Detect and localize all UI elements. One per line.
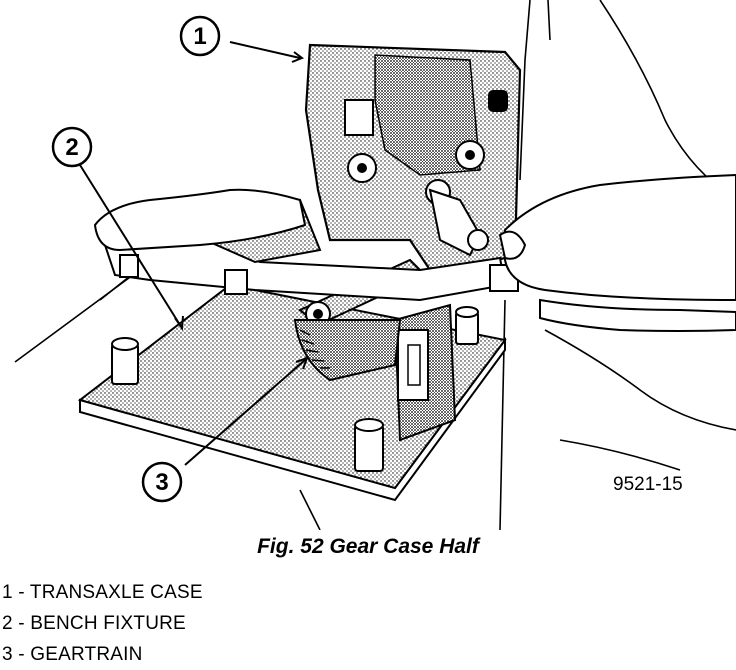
leader-arrow-1 — [291, 51, 305, 63]
callout-3: 3 — [141, 461, 183, 503]
leader-arrow-2 — [174, 315, 184, 331]
figure-code: 9521-15 — [613, 474, 683, 495]
callout-1-number: 1 — [193, 23, 206, 50]
leader-line-2 — [79, 164, 181, 326]
legend-item-geartrain: 3 - GEARTRAIN — [2, 644, 143, 665]
legend-item-bench-fixture: 2 - BENCH FIXTURE — [2, 613, 186, 634]
leader-line-3 — [184, 359, 306, 466]
callout-3-number: 3 — [155, 469, 168, 496]
figure-title: Fig. 52 Gear Case Half — [257, 535, 479, 558]
geartrain — [293, 319, 402, 382]
hands — [93, 173, 736, 332]
bench-fixture — [77, 283, 507, 502]
legend: 1 - TRANSAXLE CASE 2 - BENCH FIXTURE 3 -… — [2, 577, 203, 670]
gear-case-illustration: 1 2 3 9521-15 — [14, 0, 736, 530]
legend-item-transaxle-case: 1 - TRANSAXLE CASE — [2, 582, 203, 603]
leader-lines — [79, 41, 309, 466]
callout-2-number: 2 — [65, 134, 78, 161]
leader-arrow-3 — [295, 356, 309, 370]
callout-2: 2 — [51, 126, 93, 168]
leader-line-1 — [229, 41, 301, 59]
callout-1: 1 — [179, 15, 221, 57]
